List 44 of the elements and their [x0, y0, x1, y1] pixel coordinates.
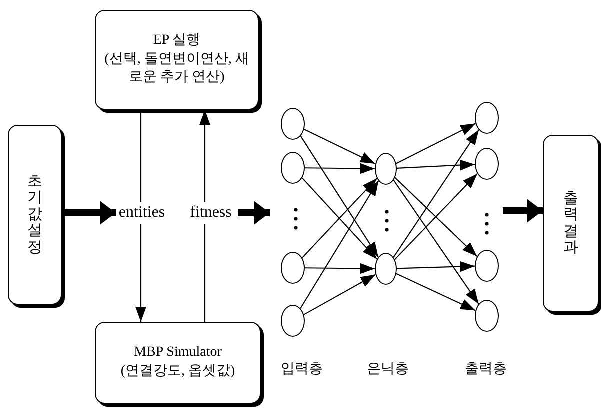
neuron-circle	[475, 250, 499, 282]
neuron-circle	[281, 305, 305, 337]
block-arrow	[503, 199, 543, 223]
connector-line	[140, 110, 142, 202]
box-title: EP 실행	[153, 32, 201, 50]
box-text: 출력결과	[564, 190, 578, 256]
neuron-circle	[375, 253, 397, 285]
process-box	[543, 135, 599, 312]
arrow	[396, 261, 476, 272]
arrow	[304, 274, 376, 316]
neuron-circle	[475, 148, 499, 180]
arrow	[393, 130, 480, 258]
flow-label: entities	[118, 204, 166, 222]
neuron-circle	[281, 252, 305, 284]
arrow	[396, 123, 476, 164]
arrow	[304, 128, 376, 164]
arrow	[396, 160, 476, 171]
arrow	[305, 263, 375, 274]
box-text: (연결강도, 옵셋값)	[120, 363, 236, 381]
arrow	[305, 163, 375, 174]
block-arrow	[238, 201, 270, 225]
neuron-circle	[375, 153, 397, 185]
arrow	[136, 224, 146, 322]
neuron-circle	[475, 102, 499, 134]
process-box	[8, 125, 62, 305]
layer-label: 출력층	[465, 361, 507, 378]
arrow	[300, 136, 379, 258]
process-box	[95, 10, 259, 110]
arrow	[200, 110, 210, 202]
arrow	[300, 180, 380, 309]
neuron-circle	[281, 108, 305, 140]
block-arrow	[62, 201, 116, 225]
arrow	[393, 180, 480, 305]
neuron-circle	[475, 300, 499, 332]
box-text: 초기값설정	[28, 174, 42, 256]
box-text: (선택, 돌연변이연산, 새로운 추가 연산)	[104, 50, 250, 88]
layer-label: 은닉층	[367, 361, 409, 378]
arrow	[396, 273, 476, 312]
connector-line	[204, 224, 206, 322]
box-title: MBP Simulator	[134, 344, 222, 362]
flow-label: fitness	[190, 204, 232, 222]
layer-label: 입력층	[281, 361, 323, 378]
process-box	[95, 322, 261, 404]
neuron-circle	[281, 152, 305, 184]
